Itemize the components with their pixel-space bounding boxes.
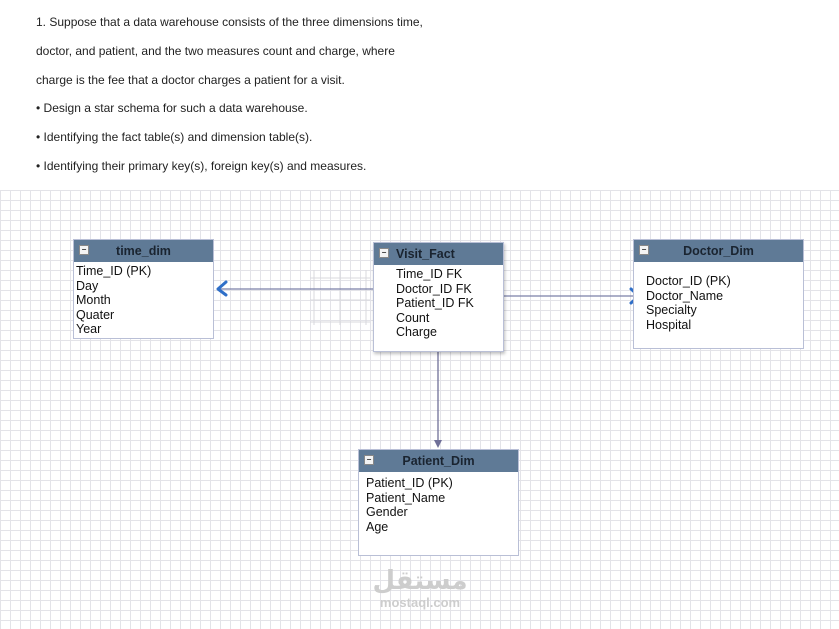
field-list: Doctor_ID (PK) Doctor_Name Specialty Hos… [634,262,803,332]
question-line: charge is the fee that a doctor charges … [36,72,345,87]
field-row[interactable]: Doctor_ID (PK) [646,274,731,288]
doctor-dim-table[interactable]: − Doctor_Dim Doctor_ID (PK) Doctor_Name … [633,239,804,349]
table-header[interactable]: − Doctor_Dim [634,240,803,262]
field-list: Patient_ID (PK) Patient_Name Gender Age [359,472,518,534]
watermark-arabic: مستقل [372,566,468,596]
question-line: doctor, and patient, and the two measure… [36,43,395,58]
visit-fact-table[interactable]: − Visit_Fact Time_ID FK Doctor_ID FK Pat… [373,242,504,352]
canvas-top [0,0,839,190]
field-row[interactable]: Quater [76,307,115,322]
field-row[interactable]: Count [396,310,430,325]
question-bullet: • Identifying the fact table(s) and dime… [36,130,313,145]
collapse-icon[interactable]: − [364,455,374,465]
mostaql-watermark: مستقل mostaql.com [368,566,472,610]
field-row[interactable]: Month [76,293,111,308]
field-row[interactable]: Patient_ID (PK) [366,476,453,490]
table-title: time_dim [116,244,171,258]
field-row[interactable]: Charge [396,325,437,340]
table-header[interactable]: − time_dim [74,240,213,262]
field-row[interactable]: Specialty [646,303,697,318]
table-header[interactable]: − Visit_Fact [374,243,503,265]
table-header[interactable]: − Patient_Dim [359,450,518,472]
field-row[interactable]: Hospital [646,317,692,332]
drag-ghost-grid [310,270,370,325]
collapse-icon[interactable]: − [79,245,89,255]
patient-dim-table[interactable]: − Patient_Dim Patient_ID (PK) Patient_Na… [358,449,519,556]
field-row[interactable]: Year [76,322,102,337]
question-bullet: • Identifying their primary key(s), fore… [36,158,367,173]
question-line: 1. Suppose that a data warehouse consist… [36,15,423,29]
field-row[interactable]: Doctor_ID FK [396,281,472,296]
time-dim-table[interactable]: − time_dim Time_ID (PK) Day Month Quater… [73,239,214,339]
field-row[interactable]: Day [76,278,99,293]
table-title: Patient_Dim [402,454,475,468]
field-row[interactable]: Time_ID (PK) [76,264,152,278]
collapse-icon[interactable]: − [639,245,649,255]
question-text: 1. Suppose that a data warehouse consist… [36,10,736,183]
watermark-latin: mostaql.com [379,595,461,610]
question-bullet: • Design a star schema for such a data w… [36,101,308,116]
arrowhead-patient-icon [434,440,442,448]
field-row[interactable]: Gender [366,505,408,520]
field-row[interactable]: Time_ID FK [396,267,463,281]
table-title: Doctor_Dim [683,244,754,258]
table-title: Visit_Fact [396,247,455,261]
field-list: Time_ID (PK) Day Month Quater Year [74,262,213,337]
field-row[interactable]: Patient_Name [366,490,446,505]
field-row[interactable]: Doctor_Name [646,288,724,303]
field-row[interactable]: Age [366,519,389,534]
field-list: Time_ID FK Doctor_ID FK Patient_ID FK Co… [374,265,503,340]
collapse-icon[interactable]: − [379,248,389,258]
arrowhead-time-icon [216,280,228,297]
field-row[interactable]: Patient_ID FK [396,296,474,311]
